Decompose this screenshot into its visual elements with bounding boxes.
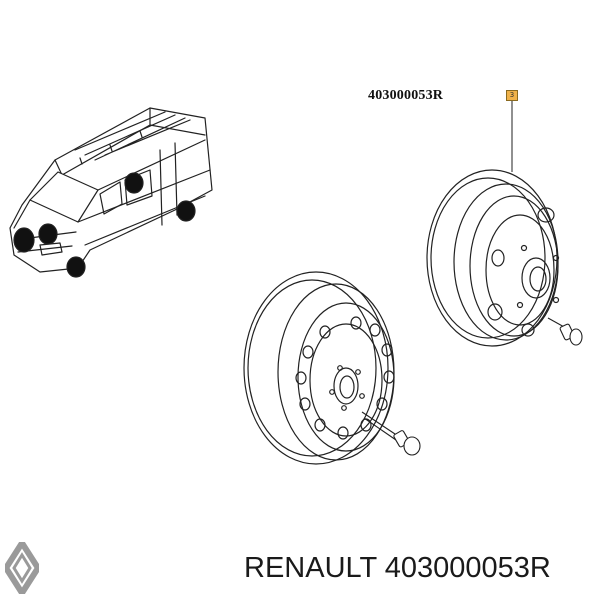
callout-marker: 3 [506, 90, 518, 101]
part-number-label: 403000053R [368, 88, 444, 103]
van-icon [9, 107, 213, 278]
renault-logo-icon [5, 542, 39, 594]
wheel-bolt-icon [361, 411, 421, 456]
footer-caption: RENAULT 403000053R [244, 552, 551, 584]
wheel-bolt-icon [547, 317, 583, 346]
steel-wheel-icon [243, 271, 395, 465]
steel-wheel-icon [426, 169, 560, 347]
